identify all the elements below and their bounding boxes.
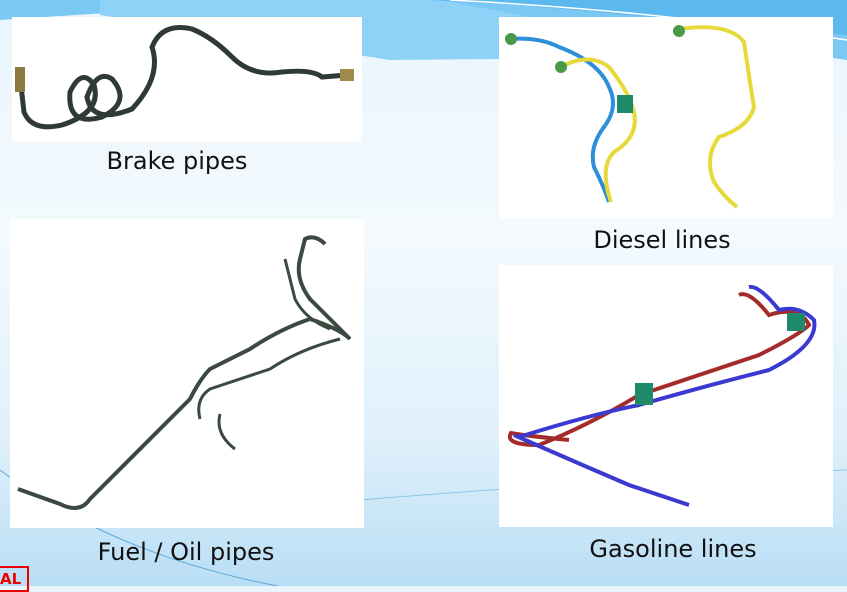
fuel-oil-pipes-image (10, 219, 364, 528)
brake-pipes-label: Brake pipes (106, 147, 248, 175)
fuel-oil-pipes-label: Fuel / Oil pipes (97, 538, 275, 566)
gasoline-lines-image (499, 265, 833, 527)
brake-pipes-image (12, 17, 362, 142)
gasoline-lines-label: Gasoline lines (589, 535, 757, 563)
diesel-lines-image (499, 17, 833, 219)
diesel-lines-label: Diesel lines (593, 226, 731, 254)
corner-badge: AL (0, 566, 29, 592)
